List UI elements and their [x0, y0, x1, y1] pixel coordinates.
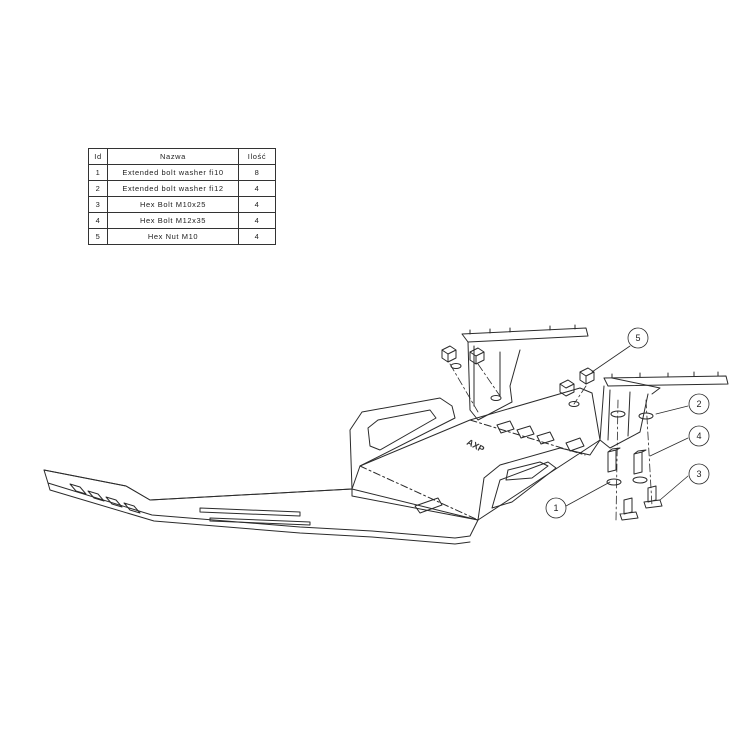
leader-line-4 [649, 437, 689, 457]
callout-number-1: 1 [553, 503, 558, 513]
callout-balloon-2 [688, 393, 710, 415]
hex-bolt-m12 [633, 449, 647, 475]
brand-badge [505, 461, 549, 481]
washer [568, 401, 580, 407]
left-bracket-plate [467, 341, 521, 421]
skid-plate-right-wing [477, 439, 601, 521]
leader-line-3 [659, 475, 689, 501]
assembly-centerlines [449, 363, 653, 521]
table-row: 5 Hex Nut M10 4 [88, 228, 276, 245]
left-wing-cutout [367, 409, 437, 451]
table-row: 3 Hex Bolt M10x25 4 [88, 196, 276, 213]
leader-line-1 [565, 481, 611, 507]
callout-balloon-4 [688, 425, 710, 447]
callout-number-5: 5 [635, 333, 640, 343]
skid-plate-center-bend [359, 465, 479, 521]
parts-table-header-row: Id Nazwa Ilość [88, 148, 276, 165]
parts-list-table: Id Nazwa Ilość 1 Extended bolt washer fi… [88, 148, 276, 245]
fasteners [441, 345, 663, 521]
brand-logo-text: AXP [465, 437, 486, 455]
skid-plate: AXP [43, 387, 601, 545]
hex-nut [441, 345, 457, 363]
callout-balloon-1 [545, 497, 567, 519]
hex-nut [579, 367, 595, 385]
hex-bolt-m10 [619, 497, 639, 521]
row-qty: 4 [238, 228, 276, 245]
callout-number-4: 4 [696, 431, 701, 441]
callout-number-3: 3 [696, 469, 701, 479]
top-panel-slots [414, 420, 585, 514]
left-bracket-top-flange [461, 327, 589, 343]
callout-number-2: 2 [696, 399, 701, 409]
washer [606, 478, 622, 486]
hex-bolt-m12 [607, 447, 621, 473]
skid-plate-top-panel [351, 387, 601, 521]
washer [638, 412, 654, 420]
washer [632, 476, 648, 484]
hex-nut [559, 379, 575, 397]
callouts: 5 2 4 3 1 [545, 327, 710, 519]
skid-plate-under-edge [47, 482, 471, 545]
washer [490, 395, 502, 401]
callout-balloon-3 [688, 463, 710, 485]
right-bracket-top-flange [603, 375, 729, 387]
hex-nut [469, 347, 485, 365]
right-bracket-plate [599, 385, 649, 449]
callout-balloon-5 [627, 327, 649, 349]
skid-plate-front-edge [43, 469, 353, 501]
hex-bolt-m10 [643, 485, 663, 509]
leader-line-5 [591, 345, 631, 373]
leader-line-2 [655, 405, 689, 415]
front-vent-slots [69, 483, 311, 526]
right-mounting-bracket [599, 371, 729, 449]
skid-plate-left-wing [349, 397, 456, 490]
right-wing-cutout [491, 461, 557, 509]
table-row: 2 Extended bolt washer fi12 4 [88, 180, 276, 197]
left-mounting-bracket [461, 324, 589, 421]
